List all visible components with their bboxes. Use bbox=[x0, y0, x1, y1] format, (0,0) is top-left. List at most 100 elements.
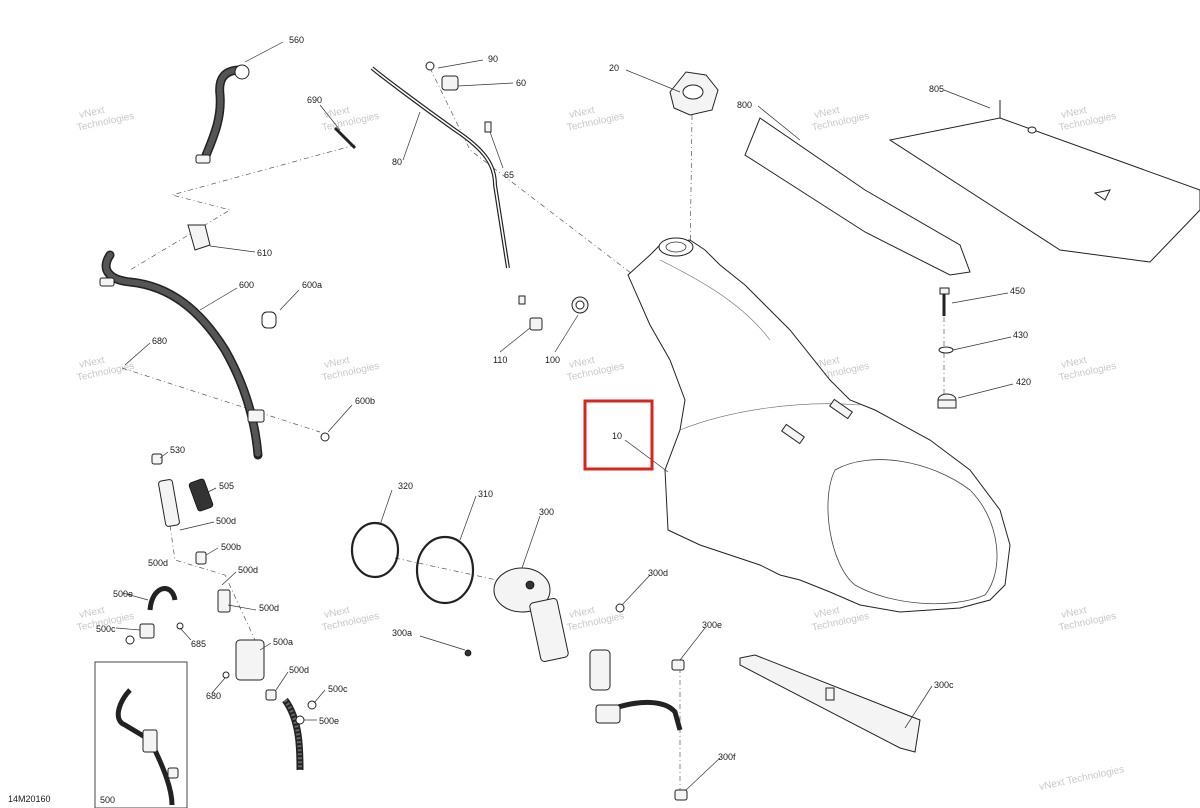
callout-300f[interactable]: 300f bbox=[718, 752, 736, 762]
fitting-300d bbox=[615, 603, 625, 613]
callout-60[interactable]: 60 bbox=[516, 78, 526, 88]
dash-filter-assembly bbox=[164, 489, 256, 641]
fuel-tank-10 bbox=[627, 237, 1011, 613]
svg-text:vNext: vNext bbox=[1060, 605, 1088, 621]
dash-690-to-610 bbox=[129, 144, 356, 271]
callout-500[interactable]: 500 bbox=[100, 795, 115, 805]
filter-500a bbox=[235, 639, 265, 681]
vent-tube-80 bbox=[370, 66, 510, 269]
sleeve-505 bbox=[188, 478, 214, 512]
callout-labels: 560 90 60 20 800 805 690 80 65 610 600 6… bbox=[96, 35, 1031, 805]
callout-500b[interactable]: 500b bbox=[221, 542, 241, 552]
callout-500d-1[interactable]: 500d bbox=[216, 516, 236, 526]
svg-text:vNext: vNext bbox=[813, 105, 841, 121]
svg-text:vNext: vNext bbox=[78, 355, 106, 371]
callout-300e[interactable]: 300e bbox=[702, 620, 722, 630]
plate-805 bbox=[888, 100, 1200, 263]
callout-10[interactable]: 10 bbox=[612, 431, 622, 441]
grommet-100 bbox=[571, 296, 589, 314]
clip-610 bbox=[187, 224, 211, 251]
hose-600 bbox=[99, 250, 265, 460]
callout-680-upper[interactable]: 680 bbox=[152, 336, 167, 346]
hose-560 bbox=[195, 64, 250, 164]
callout-450[interactable]: 450 bbox=[1010, 286, 1025, 296]
svg-text:vNext: vNext bbox=[1060, 105, 1088, 121]
assembly-dash-lines bbox=[121, 67, 945, 790]
bolt-450 bbox=[939, 287, 950, 316]
callout-90[interactable]: 90 bbox=[488, 54, 498, 64]
callout-530[interactable]: 530 bbox=[170, 445, 185, 455]
callout-690[interactable]: 690 bbox=[307, 95, 322, 105]
diagram-code: 14M20160 bbox=[8, 794, 51, 804]
callout-610[interactable]: 610 bbox=[257, 248, 272, 258]
callout-500a[interactable]: 500a bbox=[273, 637, 293, 647]
svg-text:vNext: vNext bbox=[78, 605, 106, 621]
callout-505[interactable]: 505 bbox=[219, 481, 234, 491]
svg-text:vNext: vNext bbox=[813, 605, 841, 621]
callout-800[interactable]: 800 bbox=[737, 100, 752, 110]
cap-20 bbox=[669, 71, 719, 116]
callout-600a[interactable]: 600a bbox=[302, 280, 322, 290]
callout-500e-2[interactable]: 500e bbox=[319, 716, 339, 726]
callout-20[interactable]: 20 bbox=[609, 63, 619, 73]
valve-60 bbox=[441, 75, 459, 91]
callout-500c-2[interactable]: 500c bbox=[328, 684, 348, 694]
inset-500 bbox=[94, 661, 188, 808]
callout-80[interactable]: 80 bbox=[392, 157, 402, 167]
clamp-530 bbox=[151, 453, 163, 465]
callout-680-lower[interactable]: 680 bbox=[206, 691, 221, 701]
callout-300a[interactable]: 300a bbox=[392, 628, 412, 638]
callout-600b[interactable]: 600b bbox=[355, 396, 375, 406]
callout-500d-4[interactable]: 500d bbox=[259, 603, 279, 613]
svg-text:vNext: vNext bbox=[78, 105, 106, 121]
svg-text:vNext: vNext bbox=[323, 355, 351, 371]
callout-600[interactable]: 600 bbox=[239, 280, 254, 290]
svg-text:vNext: vNext bbox=[813, 355, 841, 371]
clamp-600a bbox=[261, 311, 277, 329]
callout-300d[interactable]: 300d bbox=[648, 568, 668, 578]
dash-680-to-600b bbox=[121, 367, 321, 433]
callout-500c-1[interactable]: 500c bbox=[96, 624, 116, 634]
highlight-box-10 bbox=[583, 399, 654, 471]
fitting-110 bbox=[518, 295, 543, 331]
svg-text:vNext: vNext bbox=[1060, 355, 1088, 371]
callout-560[interactable]: 560 bbox=[289, 35, 304, 45]
ring-320 bbox=[350, 521, 400, 579]
washer-430 bbox=[938, 346, 954, 354]
ring-310 bbox=[415, 535, 475, 605]
guard-300c bbox=[739, 654, 921, 753]
bolt-690 bbox=[333, 126, 357, 150]
callout-100[interactable]: 100 bbox=[545, 355, 560, 365]
watermark-inline: vNext Technologies bbox=[1038, 764, 1125, 793]
washer-600b bbox=[320, 432, 330, 442]
svg-text:vNext: vNext bbox=[568, 355, 596, 371]
fitting-90 bbox=[425, 61, 435, 71]
leader-lines bbox=[115, 41, 1014, 791]
callout-500d-3[interactable]: 500d bbox=[238, 565, 258, 575]
dash-ring-to-pump bbox=[394, 557, 521, 586]
callout-685[interactable]: 685 bbox=[191, 639, 206, 649]
callout-420[interactable]: 420 bbox=[1016, 377, 1031, 387]
rubber-420 bbox=[937, 393, 957, 409]
plate-800 bbox=[744, 117, 971, 276]
svg-text:vNext: vNext bbox=[323, 105, 351, 121]
callout-500e-1[interactable]: 500e bbox=[113, 589, 133, 599]
callout-300c[interactable]: 300c bbox=[934, 680, 954, 690]
callout-500d-2[interactable]: 500d bbox=[148, 558, 168, 568]
callout-805[interactable]: 805 bbox=[929, 84, 944, 94]
callout-310[interactable]: 310 bbox=[478, 489, 493, 499]
callout-300[interactable]: 300 bbox=[539, 507, 554, 517]
callout-500d-5[interactable]: 500d bbox=[289, 665, 309, 675]
callout-110[interactable]: 110 bbox=[493, 355, 507, 365]
callout-320[interactable]: 320 bbox=[398, 481, 413, 491]
callout-65[interactable]: 65 bbox=[504, 170, 514, 180]
callout-430[interactable]: 430 bbox=[1013, 330, 1028, 340]
